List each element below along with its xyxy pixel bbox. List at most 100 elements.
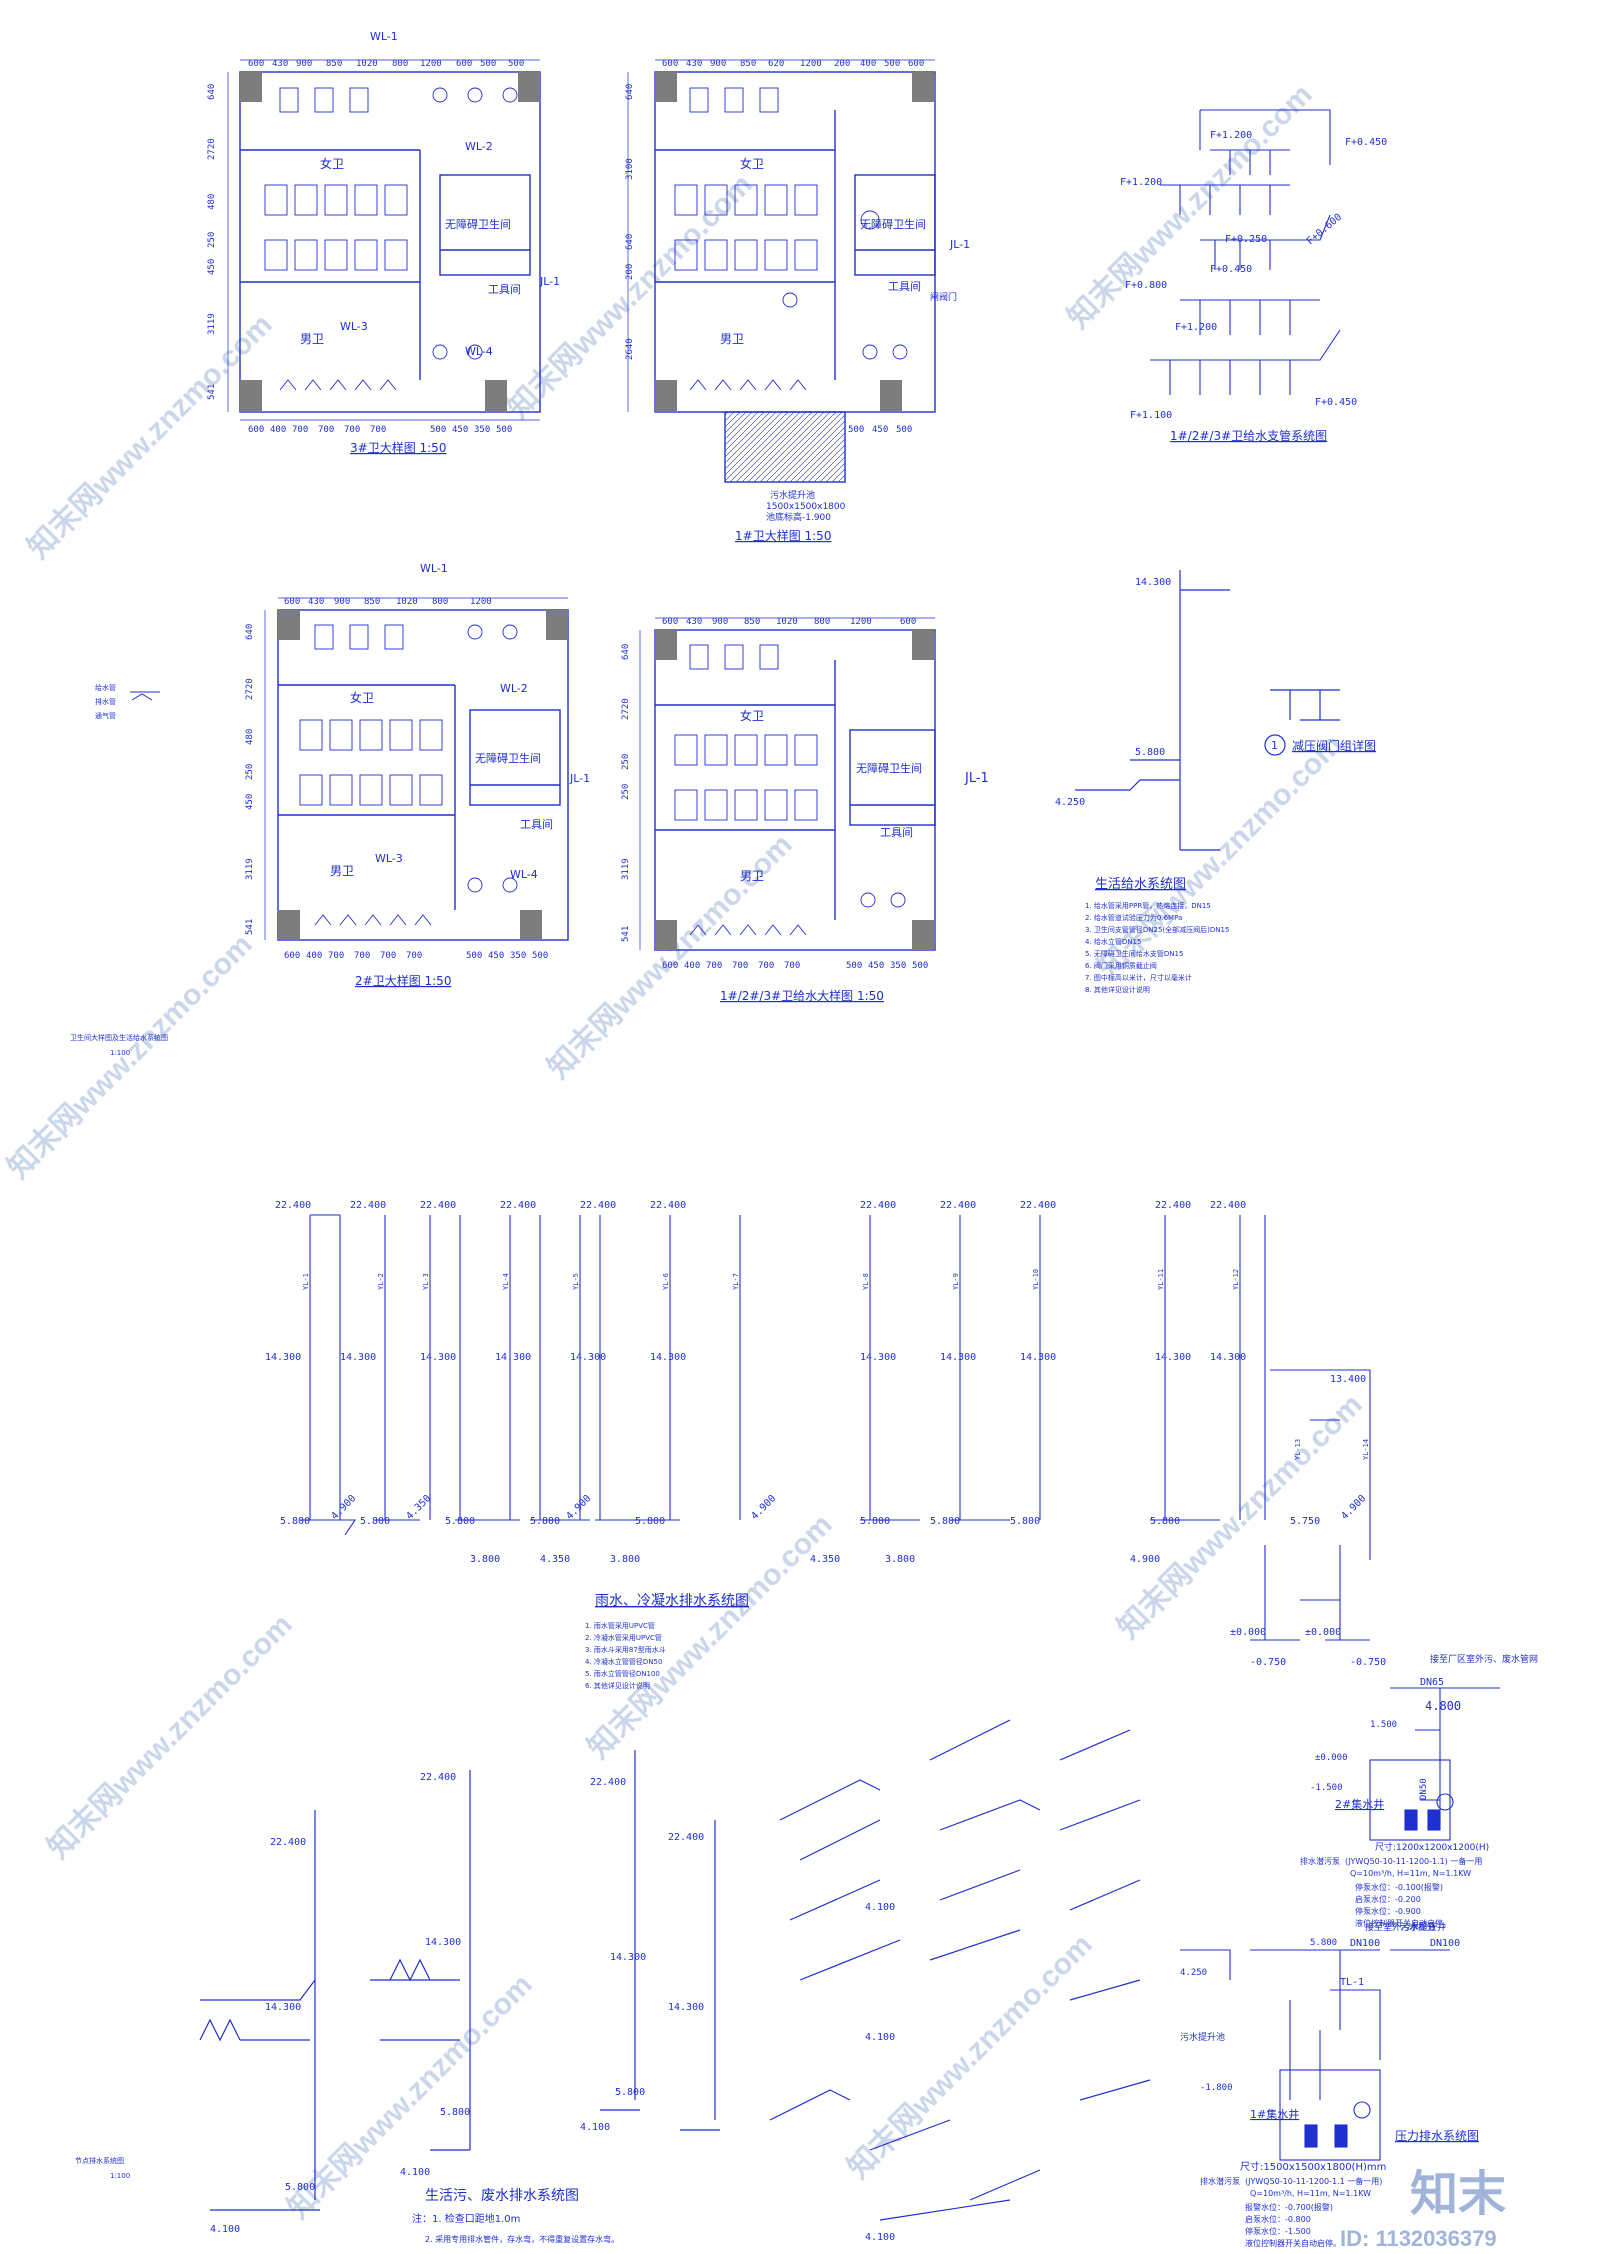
level-label: F+0.250 xyxy=(1225,234,1267,245)
dim: 450 xyxy=(872,425,888,435)
level-label: 5.800 xyxy=(635,1516,665,1527)
column xyxy=(485,380,507,412)
dim: 3100 xyxy=(625,158,635,180)
dim: 3119 xyxy=(207,313,217,335)
level-label: 22.400 xyxy=(590,1777,626,1788)
room-female: 女卫 xyxy=(320,156,344,171)
dim: 400 xyxy=(270,425,286,435)
dim: 1020 xyxy=(396,597,418,607)
dim: 500 xyxy=(848,425,864,435)
water-level: 报警水位：-0.700(报警) xyxy=(1245,2202,1333,2212)
system-title: 压力排水系统图 xyxy=(1395,2129,1479,2143)
dim: 600 xyxy=(662,59,678,69)
dim: 200 xyxy=(834,59,850,69)
watermark: 知末网www.znzmo.com xyxy=(282,1968,539,2225)
level-label: 22.400 xyxy=(420,1200,456,1211)
detail-marker xyxy=(1264,734,1286,756)
dim: 800 xyxy=(814,617,830,627)
room-male: 男卫 xyxy=(740,869,764,883)
level-label: 5.800 xyxy=(1310,1938,1337,1948)
dim: 430 xyxy=(308,597,324,607)
watermark: 知末网www.znzmo.com xyxy=(1092,728,1349,985)
water-level: 停泵水位：-0.100(报警) xyxy=(1355,1882,1443,1892)
sewage-system-labels: 22.400 22.400 22.400 22.400 14.300 14.30… xyxy=(75,1772,895,2244)
note-line: 5. 雨水立管管径DN100 xyxy=(585,1669,660,1678)
pump-param: Q=10m³/h, H=11m, N=1.1KW xyxy=(1250,2189,1371,2198)
level-label: 4.900 xyxy=(749,1493,778,1522)
pipe-tag: YL-13 xyxy=(1294,1439,1302,1460)
dim: 600 xyxy=(248,425,264,435)
control-note: 液位控制器开关自动启停。 xyxy=(1245,2238,1341,2248)
dim: 500 xyxy=(466,951,482,961)
note-line: 1. 雨水管采用UPVC管 xyxy=(585,1621,655,1630)
dim: 800 xyxy=(392,59,408,69)
well-size: 尺寸:1500x1500x1800(H)mm xyxy=(1240,2160,1386,2173)
room-female: 女卫 xyxy=(740,708,764,723)
dim: 900 xyxy=(334,597,350,607)
pipe-tag: YL-5 xyxy=(572,1273,580,1290)
dim: 541 xyxy=(207,384,217,400)
note-line: 注：1. 检查口距地1.0m xyxy=(412,2212,520,2225)
room-accessible: 无障碍卫生间 xyxy=(445,217,511,231)
dim: 700 xyxy=(370,425,386,435)
level-label: F+0.600 xyxy=(1305,212,1344,248)
level-label: 14.300 xyxy=(1135,577,1171,588)
level-label: 22.400 xyxy=(668,1832,704,1843)
pipe-size: DN100 xyxy=(1430,1938,1460,1949)
water-level: 停泵水位：-1.500 xyxy=(1245,2226,1311,2236)
level-label: 22.400 xyxy=(1020,1200,1056,1211)
pipe-tag: JL-1 xyxy=(569,772,590,785)
control-note: 液位控制器开关自动启停。 xyxy=(1355,1918,1451,1928)
rain-system xyxy=(300,1214,1371,1641)
pipe-size: DN50 xyxy=(1419,1778,1429,1800)
level-label: 3.800 xyxy=(610,1554,640,1565)
level-label: 4.250 xyxy=(1055,797,1085,808)
room-accessible: 无障碍卫生间 xyxy=(856,761,922,775)
dim: 600 xyxy=(662,961,678,971)
level-label: 14.300 xyxy=(420,1352,456,1363)
dim: 2720 xyxy=(621,698,631,720)
watermark: 知末网www.znzmo.com xyxy=(1062,78,1319,335)
level-label: 5.800 xyxy=(615,2087,645,2098)
dim: 480 xyxy=(245,729,255,745)
plan-supply-labels: 女卫 男卫 无障碍卫生间 工具间 JL-1 600 430 900 850 10… xyxy=(621,617,989,1003)
supply-system-labels: 14.300 5.800 4.250 1 减压阀门组详图 生活给水系统图 1. … xyxy=(1055,577,1376,994)
dim: 1020 xyxy=(356,59,378,69)
well-title: 1#集水井 xyxy=(1250,2107,1299,2121)
dim: 800 xyxy=(432,597,448,607)
pump-spec: (JYWQ50-10-11-1200-1.1 一备一用) xyxy=(1245,2176,1382,2186)
watermark-logo-text: 知末 xyxy=(1410,2168,1506,2221)
dim: 500 xyxy=(846,961,862,971)
detail-marker xyxy=(1436,1793,1454,1811)
level-label: 4.900 xyxy=(564,1493,593,1522)
dim: 450 xyxy=(452,425,468,435)
dim: 700 xyxy=(706,961,722,971)
dim: 250 xyxy=(207,232,217,248)
dim: 430 xyxy=(686,617,702,627)
plan-3-toilet xyxy=(227,59,541,421)
level-label: F+0.450 xyxy=(1345,137,1387,148)
level-label: F+1.100 xyxy=(1130,410,1172,421)
level-label: 14.300 xyxy=(1155,1352,1191,1363)
note-line: 8. 其他详见设计说明 xyxy=(1085,985,1150,994)
level-label: ±0.000 xyxy=(1305,1627,1341,1638)
column xyxy=(912,920,934,950)
level-label: F+0.800 xyxy=(1125,280,1167,291)
level-label: 4.900 xyxy=(1339,1493,1368,1522)
level-label: 4.350 xyxy=(540,1554,570,1565)
column xyxy=(880,380,902,412)
level-label: 14.300 xyxy=(650,1352,686,1363)
dim: 1200 xyxy=(470,597,492,607)
sheet-scale: 1:100 xyxy=(110,2172,130,2180)
level-label: ±0.000 xyxy=(1230,1627,1266,1638)
column xyxy=(240,380,262,412)
dim: 900 xyxy=(712,617,728,627)
dim: 350 xyxy=(474,425,490,435)
pump-param: Q=10m³/h, H=11m, N=1.1KW xyxy=(1350,1869,1471,1878)
water-level: 启泵水位：-0.800 xyxy=(1245,2214,1311,2224)
level-label: 5.800 xyxy=(1135,747,1165,758)
note-line: 2. 采用专用排水管件，存水弯，不得重复设置存水弯。 xyxy=(425,2234,619,2244)
rain-system-labels: 22.400 22.400 22.400 22.400 22.400 22.40… xyxy=(265,1200,1386,1690)
level-label: ±0.000 xyxy=(1315,1753,1348,1763)
